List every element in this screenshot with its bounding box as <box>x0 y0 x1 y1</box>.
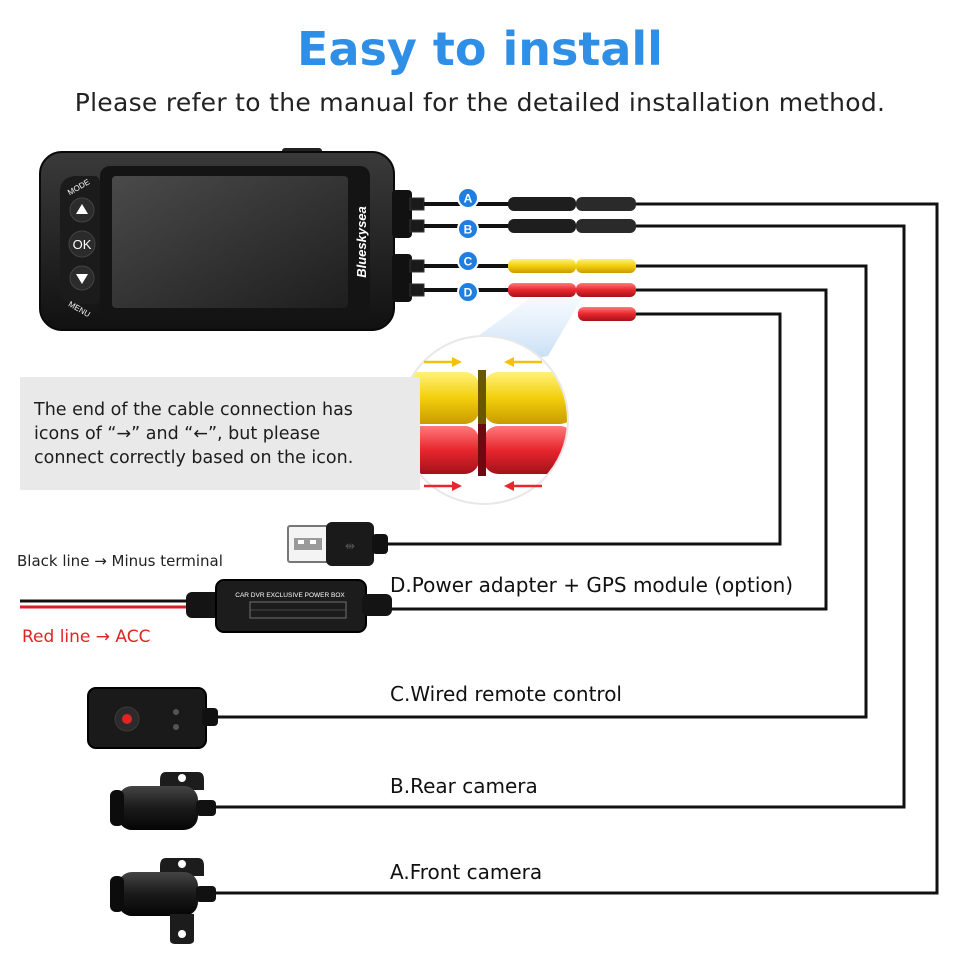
left-arrow-icon <box>504 481 542 491</box>
badge-d-label: D <box>464 286 473 300</box>
ok-button-label: OK <box>73 237 92 252</box>
label-a-front-camera: A.Front camera <box>390 860 543 884</box>
wire-a <box>210 202 939 895</box>
down-arrow-icon <box>76 274 88 284</box>
connector-b <box>508 219 636 233</box>
left-arrow-icon <box>504 357 542 367</box>
wire-d <box>392 288 828 611</box>
badge-c-label: C <box>464 255 473 269</box>
brand-logo: Blueskysea <box>354 206 369 278</box>
connector-detail-magnifier <box>399 335 569 505</box>
cable-note-line: connect correctly based on the icon. <box>34 448 354 468</box>
rear-camera <box>110 772 216 830</box>
front-camera <box>110 858 216 944</box>
connector-d-second <box>578 307 636 321</box>
cable-note: The end of the cable connection has icon… <box>34 398 404 470</box>
badge-a: A <box>457 187 479 209</box>
connector-c <box>508 259 636 273</box>
right-arrow-icon <box>424 481 462 491</box>
badge-b: B <box>457 218 479 240</box>
cable-leads: A B C D <box>424 187 636 321</box>
badge-d: D <box>457 281 479 303</box>
wired-remote <box>87 687 218 749</box>
right-arrow-icon <box>424 357 462 367</box>
power-box-text: CAR DVR EXCLUSIVE POWER BOX <box>235 592 345 599</box>
label-d-power-adapter: D.Power adapter + GPS module (option) <box>390 573 794 597</box>
dashcam-screen <box>112 176 348 308</box>
badge-b-label: B <box>464 223 473 237</box>
black-line-label: Black line → Minus terminal <box>17 552 223 570</box>
wire-c <box>215 264 868 719</box>
wire-b <box>210 224 906 809</box>
usb-icon: ⇹ <box>345 539 355 553</box>
red-line-label: Red line → ACC <box>22 627 151 647</box>
page-title: Easy to install <box>297 22 663 76</box>
badge-a-label: A <box>464 192 473 206</box>
cable-note-line: The end of the cable connection has <box>34 400 353 420</box>
ok-button <box>68 230 96 258</box>
record-icon <box>122 714 132 724</box>
label-c-wired-remote: C.Wired remote control <box>390 682 622 706</box>
cable-note-line: icons of “→” and “←”, but please <box>34 424 321 444</box>
label-b-rear-camera: B.Rear camera <box>390 774 538 798</box>
dashcam-device: OK MODE MENU Blueskysea <box>39 148 425 331</box>
wiring <box>210 202 939 895</box>
badge-c: C <box>457 250 479 272</box>
power-box: CAR DVR EXCLUSIVE POWER BOX <box>20 579 392 633</box>
connector-d <box>508 283 636 297</box>
connector-a <box>508 197 636 211</box>
up-arrow-icon <box>76 204 88 214</box>
cable-note-panel <box>20 377 420 490</box>
usb-plug: ⇹ <box>287 522 388 566</box>
wire-usb <box>386 312 782 546</box>
page-subtitle: Please refer to the manual for the detai… <box>74 88 886 117</box>
